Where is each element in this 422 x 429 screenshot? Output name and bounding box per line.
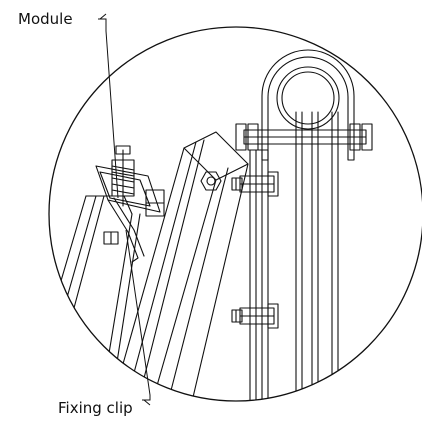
bracket-bolt-lower xyxy=(231,303,279,329)
module-label: Module xyxy=(18,10,73,28)
clip-assembly xyxy=(95,145,165,263)
bracket-bolt-upper xyxy=(231,171,279,197)
fixing-clip-label: Fixing clip xyxy=(58,399,133,417)
detail-circle xyxy=(48,26,422,402)
fixing-clip-callout: Fixing clip xyxy=(58,229,151,417)
vertical-post xyxy=(295,111,339,401)
pipe-clamp xyxy=(235,49,373,161)
module-callout: Module xyxy=(18,10,119,199)
